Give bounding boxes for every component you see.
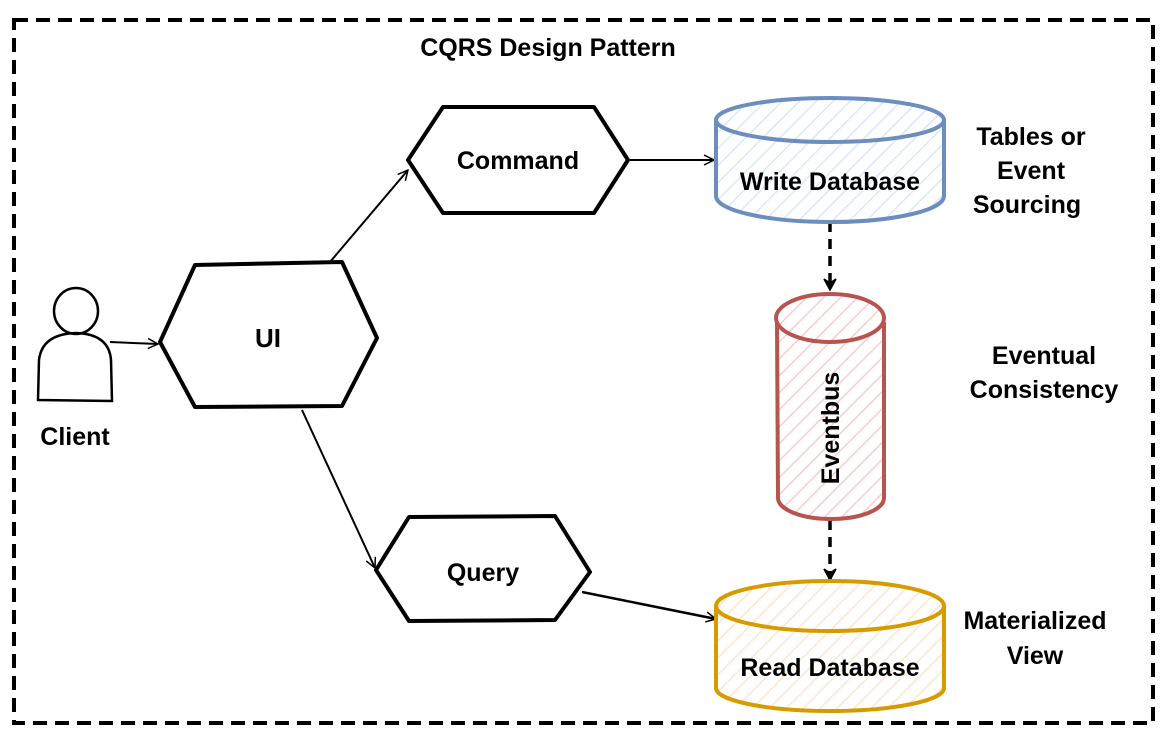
write-db-body xyxy=(714,120,946,224)
query-hexagon xyxy=(374,514,592,623)
eventbus-node[interactable]: Eventbus xyxy=(774,292,886,521)
edge-query-readdb xyxy=(581,590,716,619)
write-db-node[interactable]: Write Database xyxy=(714,96,946,224)
command-label: Command xyxy=(457,147,579,175)
diagram-frame xyxy=(12,18,1155,725)
annotation-write-db: Tables or Event Sourcing xyxy=(973,123,1086,219)
annotation-read-db: Materialized View xyxy=(963,607,1106,670)
annotation-line: Event xyxy=(997,157,1066,185)
client-node[interactable]: Client xyxy=(36,286,114,451)
write-db-label: Write Database xyxy=(740,168,920,196)
annotation-line: Tables or xyxy=(976,123,1086,151)
read-db-top xyxy=(714,579,946,633)
person-icon xyxy=(36,286,114,403)
edge-ui-query xyxy=(301,409,375,568)
annotation-line: View xyxy=(1007,642,1064,670)
query-node[interactable]: Query xyxy=(374,514,592,623)
annotation-line: Materialized xyxy=(963,607,1106,635)
eventbus-top xyxy=(774,292,886,344)
ui-node[interactable]: UI xyxy=(158,260,379,409)
read-db-node[interactable]: Read Database xyxy=(714,579,946,713)
read-db-label: Read Database xyxy=(740,654,919,682)
command-hexagon xyxy=(406,105,630,215)
ui-hexagon xyxy=(158,260,379,409)
edge-client-ui xyxy=(109,342,158,344)
eventbus-label: Eventbus xyxy=(817,372,845,485)
command-node[interactable]: Command xyxy=(406,105,630,215)
eventbus-body xyxy=(775,321,886,521)
diagram-title: CQRS Design Pattern xyxy=(420,34,676,62)
write-db-top xyxy=(714,96,946,144)
annotation-line: Sourcing xyxy=(973,191,1081,219)
annotation-eventbus: Eventual Consistency xyxy=(970,342,1119,404)
annotation-line: Consistency xyxy=(970,376,1119,404)
ui-label: UI xyxy=(255,323,281,353)
annotation-line: Eventual xyxy=(992,342,1096,370)
query-label: Query xyxy=(447,559,519,587)
client-label: Client xyxy=(40,423,110,451)
edge-ui-command xyxy=(329,170,408,263)
edges xyxy=(109,160,837,619)
read-db-body xyxy=(714,606,946,713)
